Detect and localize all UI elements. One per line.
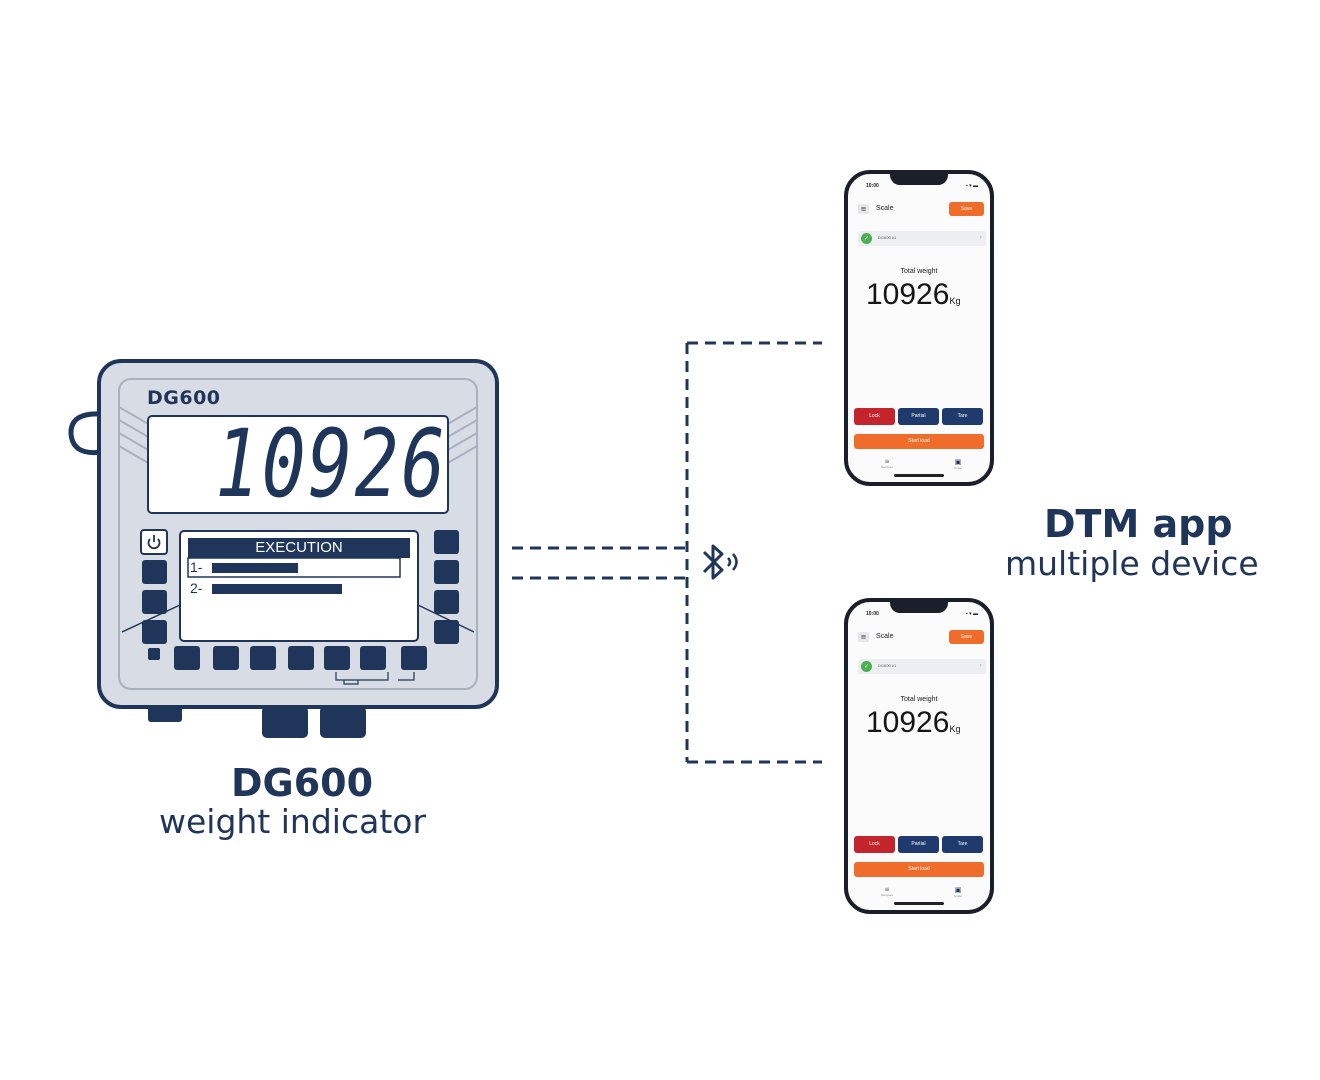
side-key-right-3[interactable] bbox=[434, 590, 459, 614]
bluetooth-icon bbox=[698, 540, 746, 584]
side-key-right-1[interactable] bbox=[434, 530, 459, 554]
home-indicator bbox=[894, 902, 944, 905]
screen-row-1-bar bbox=[212, 563, 298, 573]
screen-header-label: EXECUTION bbox=[255, 539, 343, 556]
connector-left bbox=[148, 706, 182, 722]
status-indicators: ▪ ▾ ▬ bbox=[965, 183, 978, 189]
side-key-right-2[interactable] bbox=[434, 560, 459, 584]
bottom-key-7[interactable] bbox=[401, 646, 427, 670]
app-caption-title: DTM app bbox=[1044, 502, 1233, 546]
total-weight-number: 10926 bbox=[866, 278, 950, 311]
tab-scale[interactable]: ▣Scale bbox=[943, 886, 973, 898]
connected-icon: ✓ bbox=[861, 661, 872, 672]
screen-row-2-bar bbox=[212, 584, 342, 594]
tab-recipes-label: Recipes bbox=[881, 893, 893, 897]
app-screen-title: Scale bbox=[876, 205, 894, 212]
mount-ring bbox=[68, 411, 103, 456]
side-key-right-4[interactable] bbox=[434, 620, 459, 644]
action-buttons: Lock Partial Tare bbox=[854, 836, 984, 853]
side-key-left-1[interactable] bbox=[142, 560, 167, 584]
tab-scale-label: Scale bbox=[953, 466, 963, 470]
bottom-key-3[interactable] bbox=[250, 646, 276, 670]
scale-icon: ▣ bbox=[954, 886, 962, 894]
action-buttons: Lock Partial Tare bbox=[854, 408, 984, 425]
bottom-key-6[interactable] bbox=[360, 646, 386, 670]
device-selector[interactable]: ✓ DG600 #1 › bbox=[858, 659, 986, 674]
device-name: DG600 #1 bbox=[878, 235, 897, 240]
recipes-icon: ≡ bbox=[884, 458, 890, 465]
status-time: 10:00 bbox=[866, 183, 879, 189]
total-weight-label: Total weight bbox=[900, 268, 938, 275]
tab-recipes[interactable]: ≡Recipes bbox=[872, 458, 902, 469]
tare-button[interactable]: Tare bbox=[942, 836, 983, 853]
device-brand-label: DG600 bbox=[147, 387, 221, 409]
screen-header-bar bbox=[188, 538, 410, 558]
chevron-right-icon: › bbox=[979, 662, 982, 669]
menu-icon[interactable]: ≡ bbox=[858, 204, 869, 214]
menu-icon[interactable]: ≡ bbox=[858, 632, 869, 642]
side-key-left-3[interactable] bbox=[142, 620, 167, 644]
tab-scale-label: Scale bbox=[953, 894, 963, 898]
device-selector[interactable]: ✓ DG600 #1 › bbox=[858, 231, 986, 246]
lock-button[interactable]: Lock bbox=[854, 836, 895, 853]
total-weight-unit: Kg bbox=[949, 724, 961, 734]
total-weight-number: 10926 bbox=[866, 706, 950, 739]
device-name: DG600 #1 bbox=[878, 663, 897, 668]
connected-icon: ✓ bbox=[861, 233, 872, 244]
bottom-key-5[interactable] bbox=[324, 646, 350, 670]
app-screen-title: Scale bbox=[876, 633, 894, 640]
phone-notch bbox=[890, 602, 948, 613]
tare-button[interactable]: Tare bbox=[942, 408, 983, 425]
indicator-caption-subtitle: weight indicator bbox=[159, 802, 427, 841]
cable-gland-2 bbox=[320, 706, 366, 738]
tab-scale[interactable]: ▣Scale bbox=[943, 458, 973, 470]
print-icon bbox=[148, 648, 160, 660]
bottom-key-1[interactable] bbox=[174, 646, 200, 670]
screen-row-1-label: 1- bbox=[190, 559, 203, 575]
status-indicators: ▪ ▾ ▬ bbox=[965, 611, 978, 617]
phone-top: 10:00 ▪ ▾ ▬ ≡ Scale Save ✓ DG600 #1 › To… bbox=[844, 170, 994, 486]
weight-display bbox=[147, 415, 449, 514]
app-caption-subtitle: multiple device bbox=[1005, 544, 1259, 583]
phone-notch bbox=[890, 174, 948, 185]
lock-button[interactable]: Lock bbox=[854, 408, 895, 425]
screen-row-2-label: 2- bbox=[190, 580, 203, 596]
status-time: 10:00 bbox=[866, 611, 879, 617]
save-button[interactable]: Save bbox=[949, 630, 984, 644]
total-weight-label: Total weight bbox=[900, 696, 938, 703]
start-load-button[interactable]: Start load bbox=[854, 862, 984, 877]
chevron-right-icon: › bbox=[979, 234, 982, 241]
phone-bottom: 10:00 ▪ ▾ ▬ ≡ Scale Save ✓ DG600 #1 › To… bbox=[844, 598, 994, 914]
start-load-button[interactable]: Start load bbox=[854, 434, 984, 449]
total-weight-unit: Kg bbox=[949, 296, 961, 306]
tab-recipes[interactable]: ≡Recipes bbox=[872, 886, 902, 897]
home-indicator bbox=[894, 474, 944, 477]
display-weight-value: 10926 bbox=[215, 410, 448, 519]
save-button[interactable]: Save bbox=[949, 202, 984, 216]
scale-icon: ▣ bbox=[954, 458, 962, 466]
total-weight-value: 10926Kg bbox=[866, 278, 960, 318]
indicator-caption-title: DG600 bbox=[231, 761, 374, 805]
recipes-icon: ≡ bbox=[884, 886, 890, 893]
partial-button[interactable]: Partial bbox=[898, 408, 939, 425]
bottom-key-4[interactable] bbox=[288, 646, 314, 670]
cable-gland-1 bbox=[262, 706, 308, 738]
tab-recipes-label: Recipes bbox=[881, 465, 893, 469]
partial-button[interactable]: Partial bbox=[898, 836, 939, 853]
total-weight-value: 10926Kg bbox=[866, 706, 960, 746]
power-icon bbox=[147, 535, 161, 550]
bottom-key-2[interactable] bbox=[213, 646, 239, 670]
side-key-left-2[interactable] bbox=[142, 590, 167, 614]
